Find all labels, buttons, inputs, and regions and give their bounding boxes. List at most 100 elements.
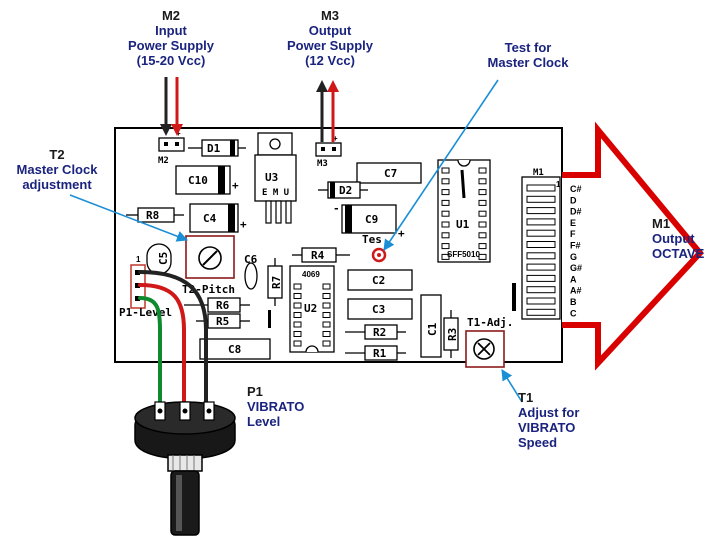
note-label: F# <box>570 241 581 251</box>
resistor-r5: R5 <box>196 313 250 329</box>
ic-pin <box>293 283 302 290</box>
m3-line-2: Power Supply <box>287 38 374 53</box>
m2-id: M2 <box>162 8 180 23</box>
test-point-label: Tes <box>362 233 382 246</box>
m3-plus-label: + <box>333 134 338 143</box>
c4-label: C4 <box>203 212 217 225</box>
capacitor-c3: C3 <box>347 298 413 320</box>
u2-label: U2 <box>304 302 317 315</box>
diode-d2: D2 <box>318 181 368 199</box>
c6-label: C6 <box>244 253 258 266</box>
t1-line-1: Adjust for <box>518 405 579 420</box>
ic-pin <box>478 167 487 174</box>
ic-pin <box>478 221 487 228</box>
ic-pin <box>293 293 302 299</box>
note-label: D# <box>570 207 582 217</box>
capacitor-c2: C2 <box>347 269 413 291</box>
u3-pinout-label: E M U <box>262 188 289 198</box>
ic-pin <box>478 199 487 206</box>
p1-line-2: Level <box>247 414 280 429</box>
note-labels: C#DD#EFF#GG#AA#BC <box>570 184 582 318</box>
m1-pin <box>526 252 556 260</box>
resistor-r8: R8 <box>126 207 184 223</box>
ic-pin <box>441 210 450 217</box>
r7-label: R7 <box>270 276 283 289</box>
u1-part-label: SFF5010 <box>447 250 480 259</box>
m1-pin <box>526 308 556 316</box>
p1-pin1-label: 1 <box>136 255 141 264</box>
label-t2: T2 Master Clock adjustment <box>17 147 99 192</box>
r6-label: R6 <box>216 299 230 312</box>
c1-label: C1 <box>426 322 439 336</box>
ic-pin <box>441 253 450 260</box>
ic-pin <box>478 243 487 250</box>
m1-id: M1 <box>652 216 670 231</box>
note-label: C <box>570 308 577 318</box>
c3-label: C3 <box>372 303 385 316</box>
ic-pin <box>478 210 487 217</box>
m1-pin <box>526 218 556 226</box>
board-bar-left <box>268 310 271 328</box>
ic-pin <box>293 321 302 328</box>
ic-pin <box>441 232 450 239</box>
c9-plus-label: + <box>398 227 405 240</box>
c7-label: C7 <box>384 167 397 180</box>
c2-label: C2 <box>372 274 385 287</box>
m1-pin <box>526 241 556 248</box>
label-t1: T1 Adjust for VIBRATO Speed <box>518 390 579 450</box>
m1-pin <box>526 274 556 282</box>
capacitor-c5: C5 <box>146 243 172 275</box>
label-m1: M1 Output OCTAVE <box>652 216 705 261</box>
m1-pin <box>526 207 556 215</box>
ic-pin <box>441 221 450 228</box>
ic-pin <box>322 312 331 318</box>
note-label: C# <box>570 184 582 194</box>
m2-connector: + M2 <box>158 129 185 166</box>
m1-pin <box>526 195 556 203</box>
note-label: E <box>570 218 576 228</box>
ic-pin <box>478 178 487 185</box>
resistor-r7: R7 <box>267 258 283 306</box>
c4-plus-label: + <box>240 218 247 231</box>
capacitor-c8: C8 <box>199 338 271 360</box>
ic-pin <box>322 293 331 299</box>
t1-line-3: Speed <box>518 435 557 450</box>
note-label: F <box>570 229 576 239</box>
note-label: A# <box>570 286 582 296</box>
c9-label: C9 <box>365 213 378 226</box>
m1-pin <box>526 184 556 192</box>
ic-u1: U1 SFF5010 <box>437 159 491 263</box>
note-label: G# <box>570 263 582 273</box>
pot-wires <box>138 270 208 404</box>
resistor-r2: R2 <box>345 324 406 340</box>
p1-line-1: VIBRATO <box>247 399 304 414</box>
r4-label: R4 <box>311 249 325 262</box>
c5-label: C5 <box>157 252 170 265</box>
capacitor-c10: C10 + <box>175 165 239 195</box>
trimmer-t2: T2-Pitch <box>182 235 235 296</box>
resistor-r1: R1 <box>345 345 406 361</box>
m1-pin1-label: 1 <box>556 180 561 189</box>
capacitor-c1: C1 <box>420 294 442 358</box>
capacitor-c4: C4 + <box>189 203 247 233</box>
m3-line-3: (12 Vcc) <box>305 53 355 68</box>
t2-line-2: adjustment <box>22 177 92 192</box>
ic-pin <box>322 340 331 347</box>
ic-pin <box>441 178 450 185</box>
m3-connector-label: M3 <box>317 159 328 169</box>
m1-pin <box>526 297 556 305</box>
c8-label: C8 <box>228 343 241 356</box>
u3-label: U3 <box>265 171 278 184</box>
ic-pin <box>441 199 450 206</box>
ic-pin <box>322 331 331 337</box>
callout-lines <box>69 79 523 403</box>
resistor-r3: R3 <box>443 310 459 358</box>
m2-line-2: Power Supply <box>128 38 215 53</box>
trimmer-t1: T1-Adj. <box>465 316 513 368</box>
m1-line-1: Output <box>652 231 695 246</box>
output-arrow <box>562 121 704 371</box>
resistor-r4: R4 <box>292 247 350 263</box>
note-label: G <box>570 252 577 262</box>
ic-pin <box>478 232 487 239</box>
